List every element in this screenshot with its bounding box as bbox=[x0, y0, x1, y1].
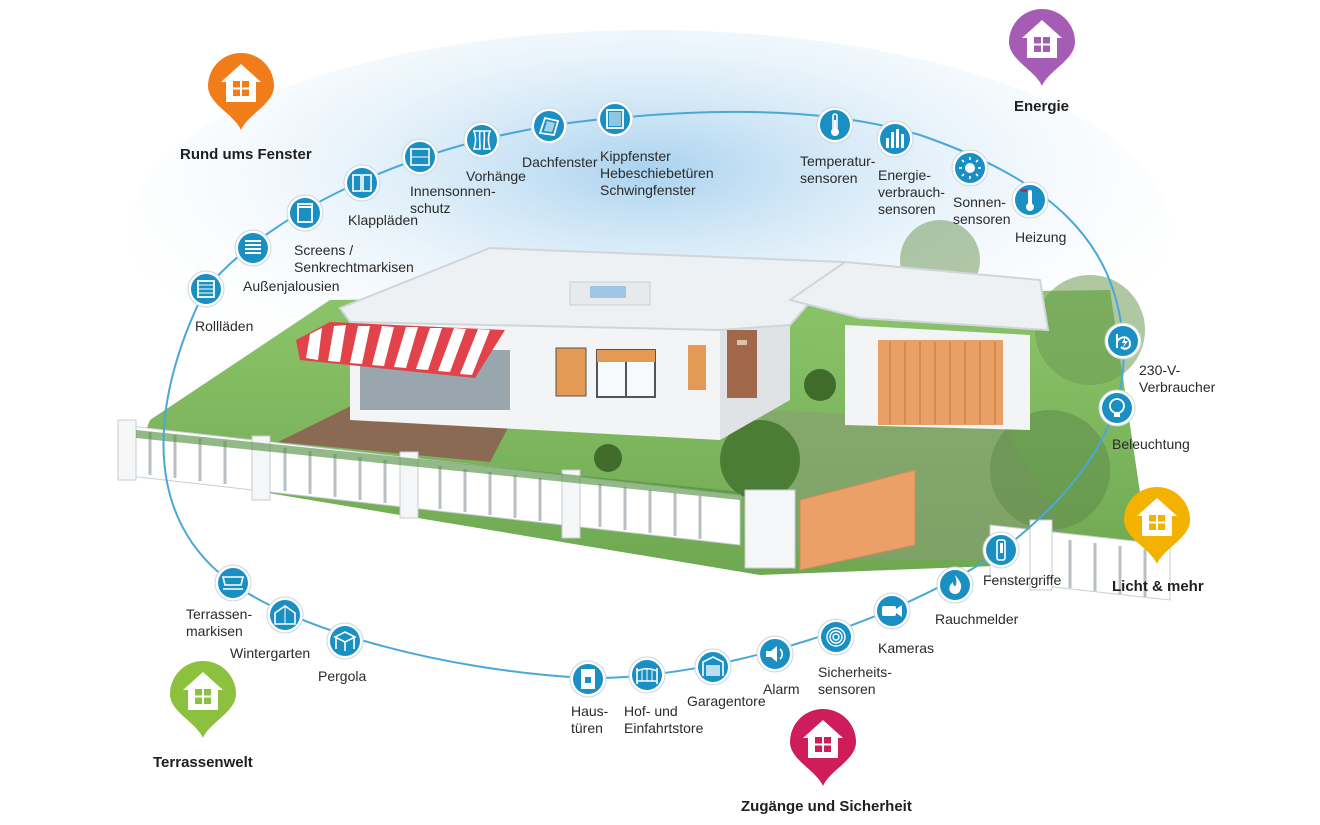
light-bulb-icon[interactable] bbox=[1098, 389, 1136, 427]
node-label-hoftore: Hof- und Einfahrtstore bbox=[624, 703, 704, 736]
pin-terrasse bbox=[168, 660, 238, 740]
category-label-zugang: Zugänge und Sicherheit bbox=[741, 798, 912, 815]
heating-thermometer-icon[interactable] bbox=[1011, 181, 1049, 219]
category-label-licht: Licht & mehr bbox=[1112, 578, 1204, 595]
category-label-fenster: Rund ums Fenster bbox=[180, 146, 312, 163]
category-label-terrasse: Terrassenwelt bbox=[153, 754, 253, 771]
power-plug-icon[interactable] bbox=[1104, 322, 1142, 360]
smoke-detector-icon[interactable] bbox=[936, 566, 974, 604]
pin-licht bbox=[1122, 486, 1192, 566]
house-pin-icon bbox=[1009, 9, 1075, 86]
interior-blind-icon[interactable] bbox=[401, 138, 439, 176]
node-label-pergola: Pergola bbox=[318, 668, 367, 684]
house-pin-icon bbox=[1124, 487, 1190, 564]
node-label-sicherheitssensoren: Sicherheits- sensoren bbox=[818, 664, 892, 697]
node-label-vorhaenge: Vorhänge bbox=[466, 168, 526, 184]
alarm-speaker-icon[interactable] bbox=[756, 635, 794, 673]
node-label-aussenjalousien: Außenjalousien bbox=[243, 278, 340, 294]
category-label-energie: Energie bbox=[1014, 98, 1070, 115]
house-pin-icon bbox=[170, 661, 236, 738]
node-label-kippfenster: Kippfenster Hebeschiebetüren Schwingfens… bbox=[600, 148, 714, 198]
node-label-wintergarten: Wintergarten bbox=[230, 645, 311, 661]
node-label-rauchmelder: Rauchmelder bbox=[935, 611, 1019, 627]
roller-shutter-icon[interactable] bbox=[187, 270, 225, 308]
node-label-innensonnenschutz: Innensonnen- schutz bbox=[410, 183, 496, 216]
conservatory-icon[interactable] bbox=[266, 596, 304, 634]
curtain-icon[interactable] bbox=[463, 121, 501, 159]
house-pin-icon bbox=[208, 53, 274, 130]
node-label-verbraucher: 230-V- Verbraucher bbox=[1139, 362, 1216, 395]
node-label-fenstergriffe: Fenstergriffe bbox=[983, 572, 1062, 588]
venetian-blind-icon[interactable] bbox=[234, 229, 272, 267]
node-label-screens: Screens / Senkrechtmarkisen bbox=[294, 242, 414, 275]
house-pin-icon bbox=[790, 709, 856, 786]
node-label-alarm: Alarm bbox=[763, 681, 800, 697]
pergola-icon[interactable] bbox=[326, 622, 364, 660]
camera-icon[interactable] bbox=[873, 592, 911, 630]
node-label-rolllaeden: Rollläden bbox=[195, 318, 254, 334]
node-label-sonnensensoren: Sonnen- sensoren bbox=[953, 194, 1011, 227]
pin-zugang bbox=[788, 708, 858, 788]
node-label-dachfenster: Dachfenster bbox=[522, 154, 598, 170]
gate-icon[interactable] bbox=[628, 656, 666, 694]
node-label-kameras: Kameras bbox=[878, 640, 935, 656]
node-label-haustueren: Haus- türen bbox=[571, 703, 609, 736]
node-label-temperatursensoren: Temperatur- sensoren bbox=[800, 153, 876, 186]
window-icon[interactable] bbox=[596, 100, 634, 138]
node-label-heizung: Heizung bbox=[1015, 229, 1067, 245]
node-label-beleuchtung: Beleuchtung bbox=[1112, 436, 1190, 452]
shutters-icon[interactable] bbox=[343, 164, 381, 202]
thermometer-icon[interactable] bbox=[816, 106, 854, 144]
node-label-klapplaeden: Klappläden bbox=[348, 212, 419, 228]
security-sensor-icon[interactable] bbox=[817, 618, 855, 656]
roof-window-icon[interactable] bbox=[530, 107, 568, 145]
screen-icon[interactable] bbox=[286, 194, 324, 232]
bar-meter-icon[interactable] bbox=[876, 120, 914, 158]
pin-energie bbox=[1007, 8, 1077, 88]
node-label-energieverbrauch: Energie- verbrauch- sensoren bbox=[878, 167, 945, 217]
sun-icon[interactable] bbox=[951, 149, 989, 187]
front-door-icon[interactable] bbox=[569, 660, 607, 698]
awning-icon[interactable] bbox=[214, 564, 252, 602]
window-handle-icon[interactable] bbox=[982, 531, 1020, 569]
node-label-garagentore: Garagentore bbox=[687, 693, 766, 709]
pin-fenster bbox=[206, 52, 276, 132]
garage-door-icon[interactable] bbox=[694, 648, 732, 686]
node-label-terrassenmarkisen: Terrassen- markisen bbox=[186, 606, 253, 639]
